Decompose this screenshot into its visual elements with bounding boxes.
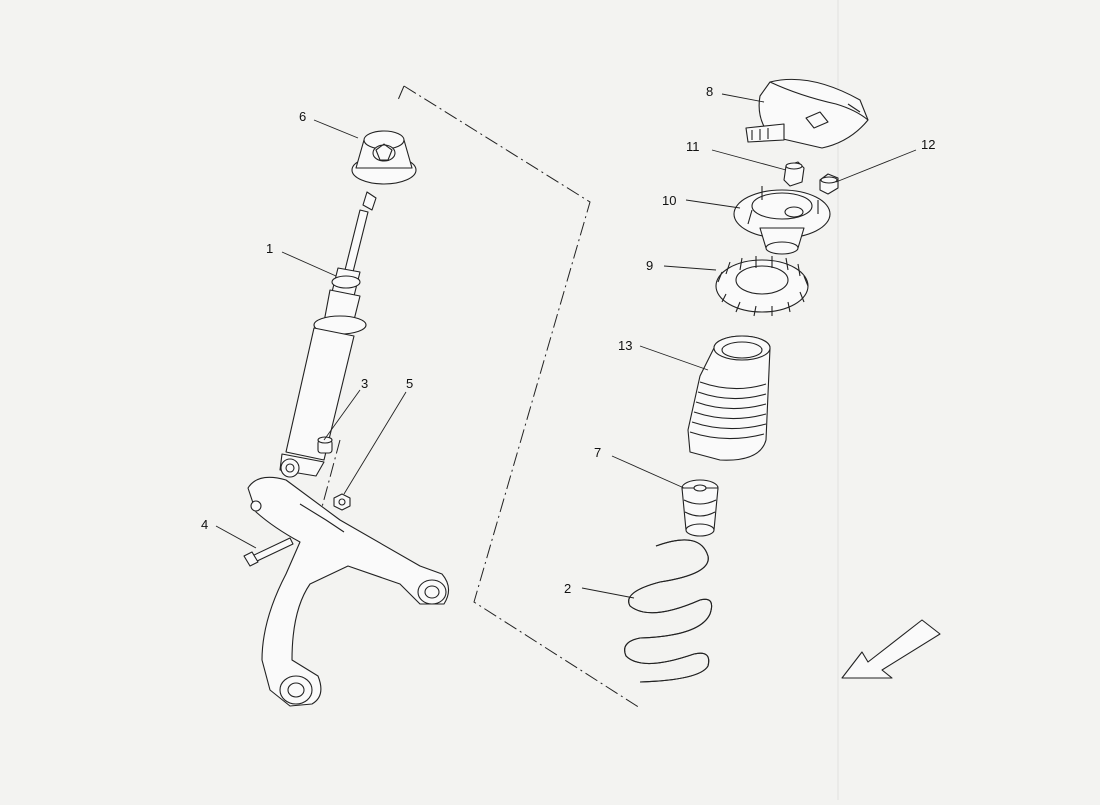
callout-8: 8 — [706, 84, 713, 99]
upper-mount-cap[interactable] — [351, 130, 417, 185]
coil-spring[interactable] — [624, 539, 713, 683]
shock-absorber[interactable] — [279, 191, 377, 478]
arrow-front-left-icon — [841, 619, 941, 679]
callout-labels: 1 2 3 4 5 6 7 8 9 10 11 12 13 — [201, 84, 935, 596]
callout-9: 9 — [646, 258, 653, 273]
lower-control-arm[interactable] — [247, 476, 450, 707]
top-mount-nut-12[interactable] — [819, 173, 839, 195]
dust-boot[interactable] — [687, 335, 771, 461]
strut-top-cover[interactable] — [745, 78, 869, 149]
strut-top-mount[interactable] — [733, 186, 831, 255]
bushing-nut[interactable] — [317, 436, 333, 454]
assembly-boundary-lines — [317, 85, 641, 709]
callout-3: 3 — [361, 376, 368, 391]
callout-4: 4 — [201, 517, 208, 532]
lower-nut[interactable] — [333, 493, 351, 511]
callout-2: 2 — [564, 581, 571, 596]
spring-isolator-ring[interactable] — [715, 256, 809, 317]
callout-10: 10 — [662, 193, 676, 208]
callout-5: 5 — [406, 376, 413, 391]
callout-1: 1 — [266, 241, 273, 256]
bump-stop[interactable] — [681, 479, 719, 537]
leader-lines — [215, 93, 917, 599]
callout-6: 6 — [299, 109, 306, 124]
callout-12: 12 — [921, 137, 935, 152]
callout-7: 7 — [594, 445, 601, 460]
top-mount-nut-11[interactable] — [783, 161, 805, 187]
callout-11: 11 — [686, 139, 700, 154]
callout-13: 13 — [618, 338, 632, 353]
